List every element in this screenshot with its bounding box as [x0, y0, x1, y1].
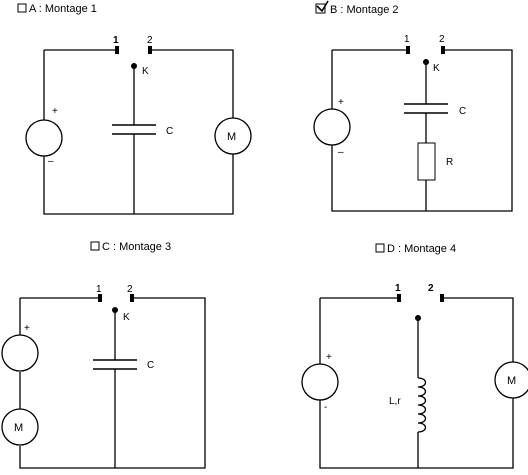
generator-plus: +: [338, 97, 344, 108]
generator-minus: –: [48, 156, 54, 167]
motor-symbol: [1, 408, 39, 446]
wires-montage-3: [19, 297, 206, 469]
diagram-montage-2: B : Montage 2 1 2 K C R + –: [313, 0, 513, 212]
motor-symbol: [494, 361, 528, 399]
wires-montage-1: [43, 49, 234, 215]
motor-symbol: [214, 117, 252, 155]
switch-pos-1-label: 1: [395, 283, 401, 294]
generator-plus: +: [52, 106, 58, 117]
switch-pos-1-label: 1: [96, 284, 102, 295]
switch-contact-1: [115, 46, 119, 54]
title-montage-2: B : Montage 2: [330, 4, 399, 16]
switch-pos-2-label: 2: [428, 283, 434, 294]
title-montage-1: A : Montage 1: [29, 3, 97, 15]
inductor-symbol: [417, 377, 427, 433]
switch-contact-1: [406, 46, 410, 54]
generator-plus: +: [326, 352, 332, 363]
capacitor-label: C: [459, 106, 466, 117]
switch-label: K: [433, 63, 440, 74]
generator-minus: -: [324, 402, 327, 413]
diagram-montage-3: C : Montage 3 1 2 K C + M: [1, 241, 206, 469]
switch-pos-1-label: 1: [113, 35, 119, 46]
motor-label: M: [507, 375, 516, 387]
checkbox-montage-1[interactable]: [17, 3, 27, 13]
resistor-symbol: [417, 142, 436, 181]
title-montage-4: D : Montage 4: [387, 243, 456, 255]
generator-symbol: [1, 334, 39, 372]
motor-label: M: [14, 422, 23, 434]
switch-pos-2-label: 2: [439, 34, 445, 45]
generator-plus: +: [24, 323, 30, 334]
switch-contact-2: [130, 294, 134, 302]
checkbox-montage-3[interactable]: [90, 241, 100, 251]
diagram-montage-1: A : Montage 1 1 2 K C + – M: [17, 3, 252, 215]
switch-contact-1: [397, 294, 401, 302]
capacitor-label: C: [166, 126, 173, 137]
resistor-label: R: [446, 157, 453, 168]
generator-minus: –: [338, 147, 344, 158]
wires-montage-2: [331, 49, 513, 212]
switch-pos-2-label: 2: [127, 284, 133, 295]
switch-pos-2-label: 2: [147, 35, 153, 46]
capacitor-label: C: [147, 360, 154, 371]
generator-symbol: [313, 108, 351, 146]
checkbox-montage-4[interactable]: [375, 243, 385, 253]
switch-contact-2: [440, 294, 444, 302]
checkbox-montage-2[interactable]: [315, 0, 329, 14]
diagram-montage-4: D : Montage 4 1 2 L,r + - M: [301, 243, 528, 469]
switch-contact-1: [98, 294, 102, 302]
generator-symbol: [25, 119, 63, 157]
switch-contact-2: [148, 46, 152, 54]
wires-montage-4: [319, 297, 514, 469]
switch-pos-1-label: 1: [404, 34, 410, 45]
switch-label: K: [142, 66, 149, 77]
switch-contact-2: [441, 46, 445, 54]
check-mark-icon: [316, 0, 329, 13]
generator-symbol: [301, 363, 339, 401]
inductor-label: L,r: [389, 396, 401, 407]
title-montage-3: C : Montage 3: [102, 241, 171, 253]
switch-label: K: [123, 312, 130, 323]
motor-label: M: [227, 131, 236, 143]
